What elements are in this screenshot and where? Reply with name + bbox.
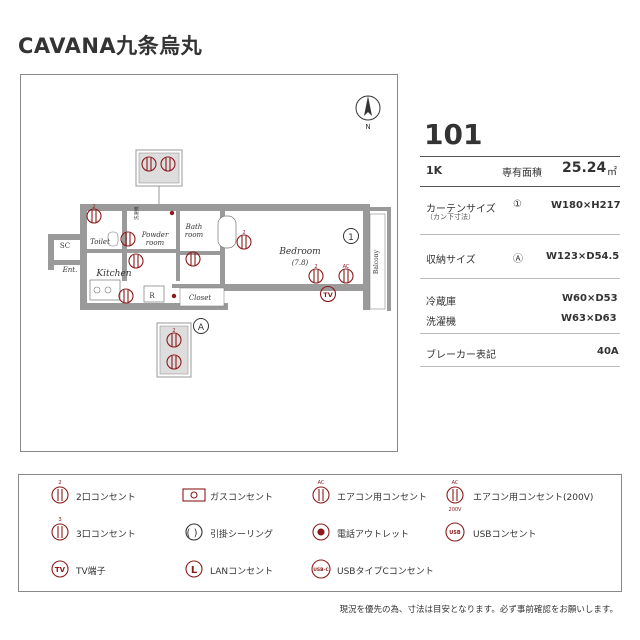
storage-marker: A bbox=[198, 323, 205, 333]
room-bedroom-size: (7.8) bbox=[292, 259, 309, 267]
room-powder-2: room bbox=[146, 239, 165, 247]
legend-tv-icon: TV bbox=[55, 566, 66, 574]
two-outlet-icon bbox=[51, 486, 69, 504]
gas-outlet-icon bbox=[182, 488, 206, 502]
compass-icon: N bbox=[355, 95, 381, 131]
phone-outlet-icon bbox=[312, 523, 330, 541]
building-title: CAVANA九条烏丸 bbox=[18, 34, 203, 58]
room-powder-1: Powder bbox=[141, 231, 169, 239]
storage-value: W123×D54.5 bbox=[546, 251, 620, 262]
legend-two-outlet: 2口コンセント bbox=[76, 493, 136, 503]
legend-phone: 電話アウトレット bbox=[337, 530, 410, 540]
legend-box bbox=[18, 474, 622, 592]
room-bedroom: Bedroom bbox=[278, 247, 320, 257]
three-outlet-icon bbox=[51, 523, 69, 541]
breaker-label: ブレーカー表記 bbox=[426, 350, 496, 361]
floor-plan-frame bbox=[20, 74, 398, 452]
room-bath-1: Bath bbox=[185, 223, 203, 231]
usb-outlet-icon bbox=[445, 522, 465, 542]
legend-num-3: 3 bbox=[58, 517, 62, 523]
tv-outlet-icon: TV bbox=[319, 285, 337, 303]
curtain-sub: （カン下寸法） bbox=[426, 213, 475, 221]
unit-layout: 1K bbox=[426, 164, 443, 177]
legend-usb-icon: USB bbox=[449, 530, 461, 536]
storage-label: 収納サイズ bbox=[426, 255, 476, 266]
outlet-num: 2 bbox=[92, 204, 95, 210]
curtain-value: W180×H217 bbox=[551, 200, 621, 211]
divider bbox=[420, 186, 620, 187]
legend-ceiling: 引掛シーリング bbox=[210, 530, 274, 540]
legend-gas: ガスコンセント bbox=[210, 493, 274, 503]
outlet-icon bbox=[86, 156, 354, 370]
ac-outlet-icon bbox=[312, 486, 330, 504]
outlet-num: 2 bbox=[242, 230, 245, 236]
divider bbox=[420, 234, 620, 235]
legend-200v: 200V bbox=[449, 507, 463, 513]
room-ent: Ent. bbox=[62, 266, 78, 274]
walls bbox=[48, 204, 391, 311]
phone-outlet-icon bbox=[171, 293, 177, 299]
storage-mark: Ⓐ bbox=[513, 254, 523, 265]
room-sc: SC bbox=[60, 242, 70, 250]
divider bbox=[420, 366, 620, 367]
divider bbox=[420, 333, 620, 334]
curtain-marker: 1 bbox=[348, 233, 354, 243]
breaker-value: 40A bbox=[597, 346, 619, 357]
outlet-num: 2 bbox=[172, 328, 175, 334]
label-r: R bbox=[149, 292, 155, 300]
washer-label: 洗濯機 bbox=[426, 317, 456, 328]
room-bath-2: room bbox=[185, 231, 204, 239]
compass-label: N bbox=[365, 123, 370, 131]
divider bbox=[420, 278, 620, 279]
legend-ac200-icon: AC bbox=[452, 480, 459, 486]
lan-outlet-icon bbox=[185, 560, 203, 578]
legend-usbc-icon: USB-C bbox=[313, 567, 329, 573]
area-unit: ㎡ bbox=[607, 167, 617, 178]
legend-three-outlet: 3口コンセント bbox=[76, 530, 136, 540]
floor-plan: N Balcony Closet SC Toilet Po bbox=[48, 95, 391, 378]
usbc-outlet-icon bbox=[311, 559, 331, 579]
room-kitchen: Kitchen bbox=[95, 269, 131, 279]
footer-note: 現況を優先の為、寸法は目安となります。必ず事前確認をお願いします。 bbox=[339, 605, 618, 615]
legend-ac-icon: AC bbox=[318, 480, 325, 486]
curtain-label: カーテンサイズ bbox=[426, 204, 496, 215]
legend-lan: LANコンセント bbox=[210, 567, 274, 577]
tv-outlet-icon bbox=[51, 560, 69, 578]
legend-l-icon: L bbox=[191, 565, 198, 576]
room-balcony: Balcony bbox=[373, 249, 380, 274]
legend-usb: USBコンセント bbox=[473, 530, 537, 540]
area-value: 25.24 bbox=[562, 160, 607, 176]
legend-num-2: 2 bbox=[58, 480, 62, 486]
ceiling-icon bbox=[185, 523, 203, 541]
legend-ac200: エアコン用コンセント(200V) bbox=[473, 493, 594, 503]
outlet-ac: AC bbox=[343, 264, 350, 270]
unit-number: 101 bbox=[424, 118, 483, 151]
label-washer: 洗濯機 bbox=[133, 206, 140, 220]
legend-icons: 2 3 TV L AC AC 200V USB USB-C ( ) bbox=[51, 480, 465, 579]
curtain-mark: ① bbox=[513, 199, 522, 210]
fridge-label: 冷蔵庫 bbox=[426, 297, 456, 308]
fridge-value: W60×D53 bbox=[562, 293, 618, 304]
legend-ac: エアコン用コンセント bbox=[337, 493, 428, 503]
area-label: 専有面積 bbox=[502, 168, 542, 179]
legend-usbc: USBタイプCコンセント bbox=[337, 567, 434, 577]
washer-value: W63×D63 bbox=[561, 313, 617, 324]
outlet-num: 2 bbox=[314, 264, 317, 270]
ac200-outlet-icon bbox=[446, 486, 464, 504]
legend-tv: TV端子 bbox=[76, 567, 106, 577]
tv-label: TV bbox=[323, 291, 332, 299]
divider bbox=[420, 156, 620, 157]
room-toilet: Toilet bbox=[90, 238, 110, 246]
phone-outlet-icon bbox=[169, 210, 175, 216]
room-closet: Closet bbox=[189, 294, 212, 302]
svg-text:( ): ( ) bbox=[187, 528, 198, 539]
